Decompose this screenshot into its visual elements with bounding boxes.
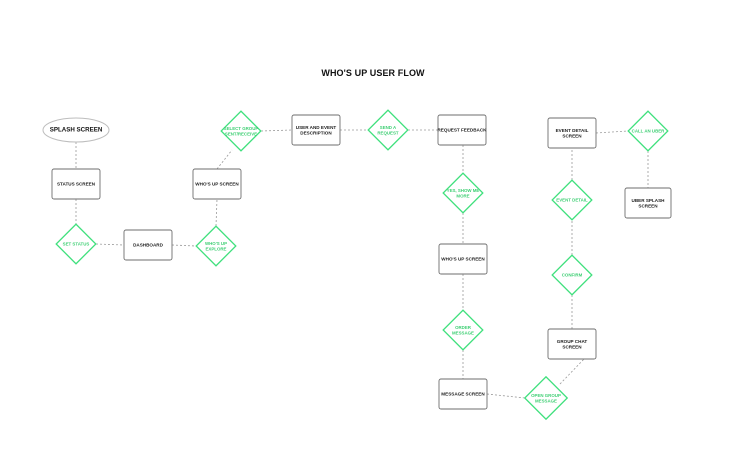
node-label: REQUEST FEEDBACK	[437, 128, 487, 133]
connector-line	[171, 244, 197, 247]
node-label: UBER SPLASH	[632, 198, 666, 203]
node-label: REQUEST	[377, 130, 399, 135]
node-label: SENT/RECEIVE	[225, 131, 257, 136]
connectors	[75, 129, 649, 399]
node-label: WHO'S UP SCREEN	[195, 182, 239, 187]
node-setstatus: SET STATUS	[55, 223, 97, 265]
node-label: CONFIRM	[562, 273, 583, 278]
node-label: SEND A	[380, 125, 397, 130]
node-label: MESSAGE SCREEN	[441, 392, 485, 397]
node-eventdetail: EVENT DETAIL	[551, 179, 593, 221]
flow-nodes: SPLASH SCREEN STATUS SCREEN SET STATUS DASH…	[42, 109, 672, 421]
node-label: CALL AN UBER	[632, 129, 666, 134]
node-dashboard: DASHBOARD	[123, 229, 173, 261]
node-calluber: CALL AN UBER	[627, 110, 669, 152]
node-label: OPEN GROUP	[531, 393, 561, 398]
node-label: SET STATUS	[63, 242, 90, 247]
node-label: WHO'S UP SCREEN	[441, 257, 485, 262]
node-label: SCREEN	[638, 203, 658, 208]
node-label: DESCRIPTION	[300, 130, 332, 135]
node-label: SELECT GROUP	[224, 126, 259, 131]
connector-line	[95, 243, 125, 246]
node-label: MESSAGE	[452, 330, 474, 335]
node-status: STATUS SCREEN	[51, 168, 101, 200]
node-label: GROUP CHAT	[557, 339, 588, 344]
node-label: EXPLORE	[206, 246, 227, 251]
node-label: SCREEN	[562, 133, 582, 138]
node-label: STATUS SCREEN	[57, 182, 96, 187]
connector-line	[215, 198, 218, 227]
node-label: MESSAGE	[535, 398, 557, 403]
node-label: SCREEN	[562, 344, 582, 349]
node-splash: SPLASH SCREEN	[42, 117, 110, 143]
connector-line	[486, 393, 526, 399]
connector-line	[595, 130, 629, 134]
node-confirm: CONFIRM	[551, 254, 593, 296]
connector-line	[216, 149, 233, 170]
node-label: USER AND EVENT	[296, 125, 337, 130]
node-label: ORDER	[455, 325, 472, 330]
node-label: EVENT DETAIL	[556, 198, 588, 203]
node-label: DASHBOARD	[133, 243, 164, 248]
node-label: EVENT DETAIL	[556, 128, 589, 133]
node-msgscreen: MESSAGE SCREEN	[438, 378, 488, 410]
node-label: WHO'S UP	[205, 241, 227, 246]
node-whosup2: WHO'S UP SCREEN	[438, 243, 488, 275]
page-title: WHO'S UP USER FLOW	[321, 68, 425, 78]
node-label: MORE	[456, 193, 469, 198]
node-label: YES, SHOW ME	[447, 188, 480, 193]
node-whosup1: WHO'S UP SCREEN	[192, 168, 242, 200]
connector-line	[559, 358, 585, 385]
node-label: SPLASH SCREEN	[50, 127, 103, 134]
connector-line	[260, 129, 293, 132]
node-reqfeedback: REQUEST FEEDBACK	[437, 114, 487, 146]
